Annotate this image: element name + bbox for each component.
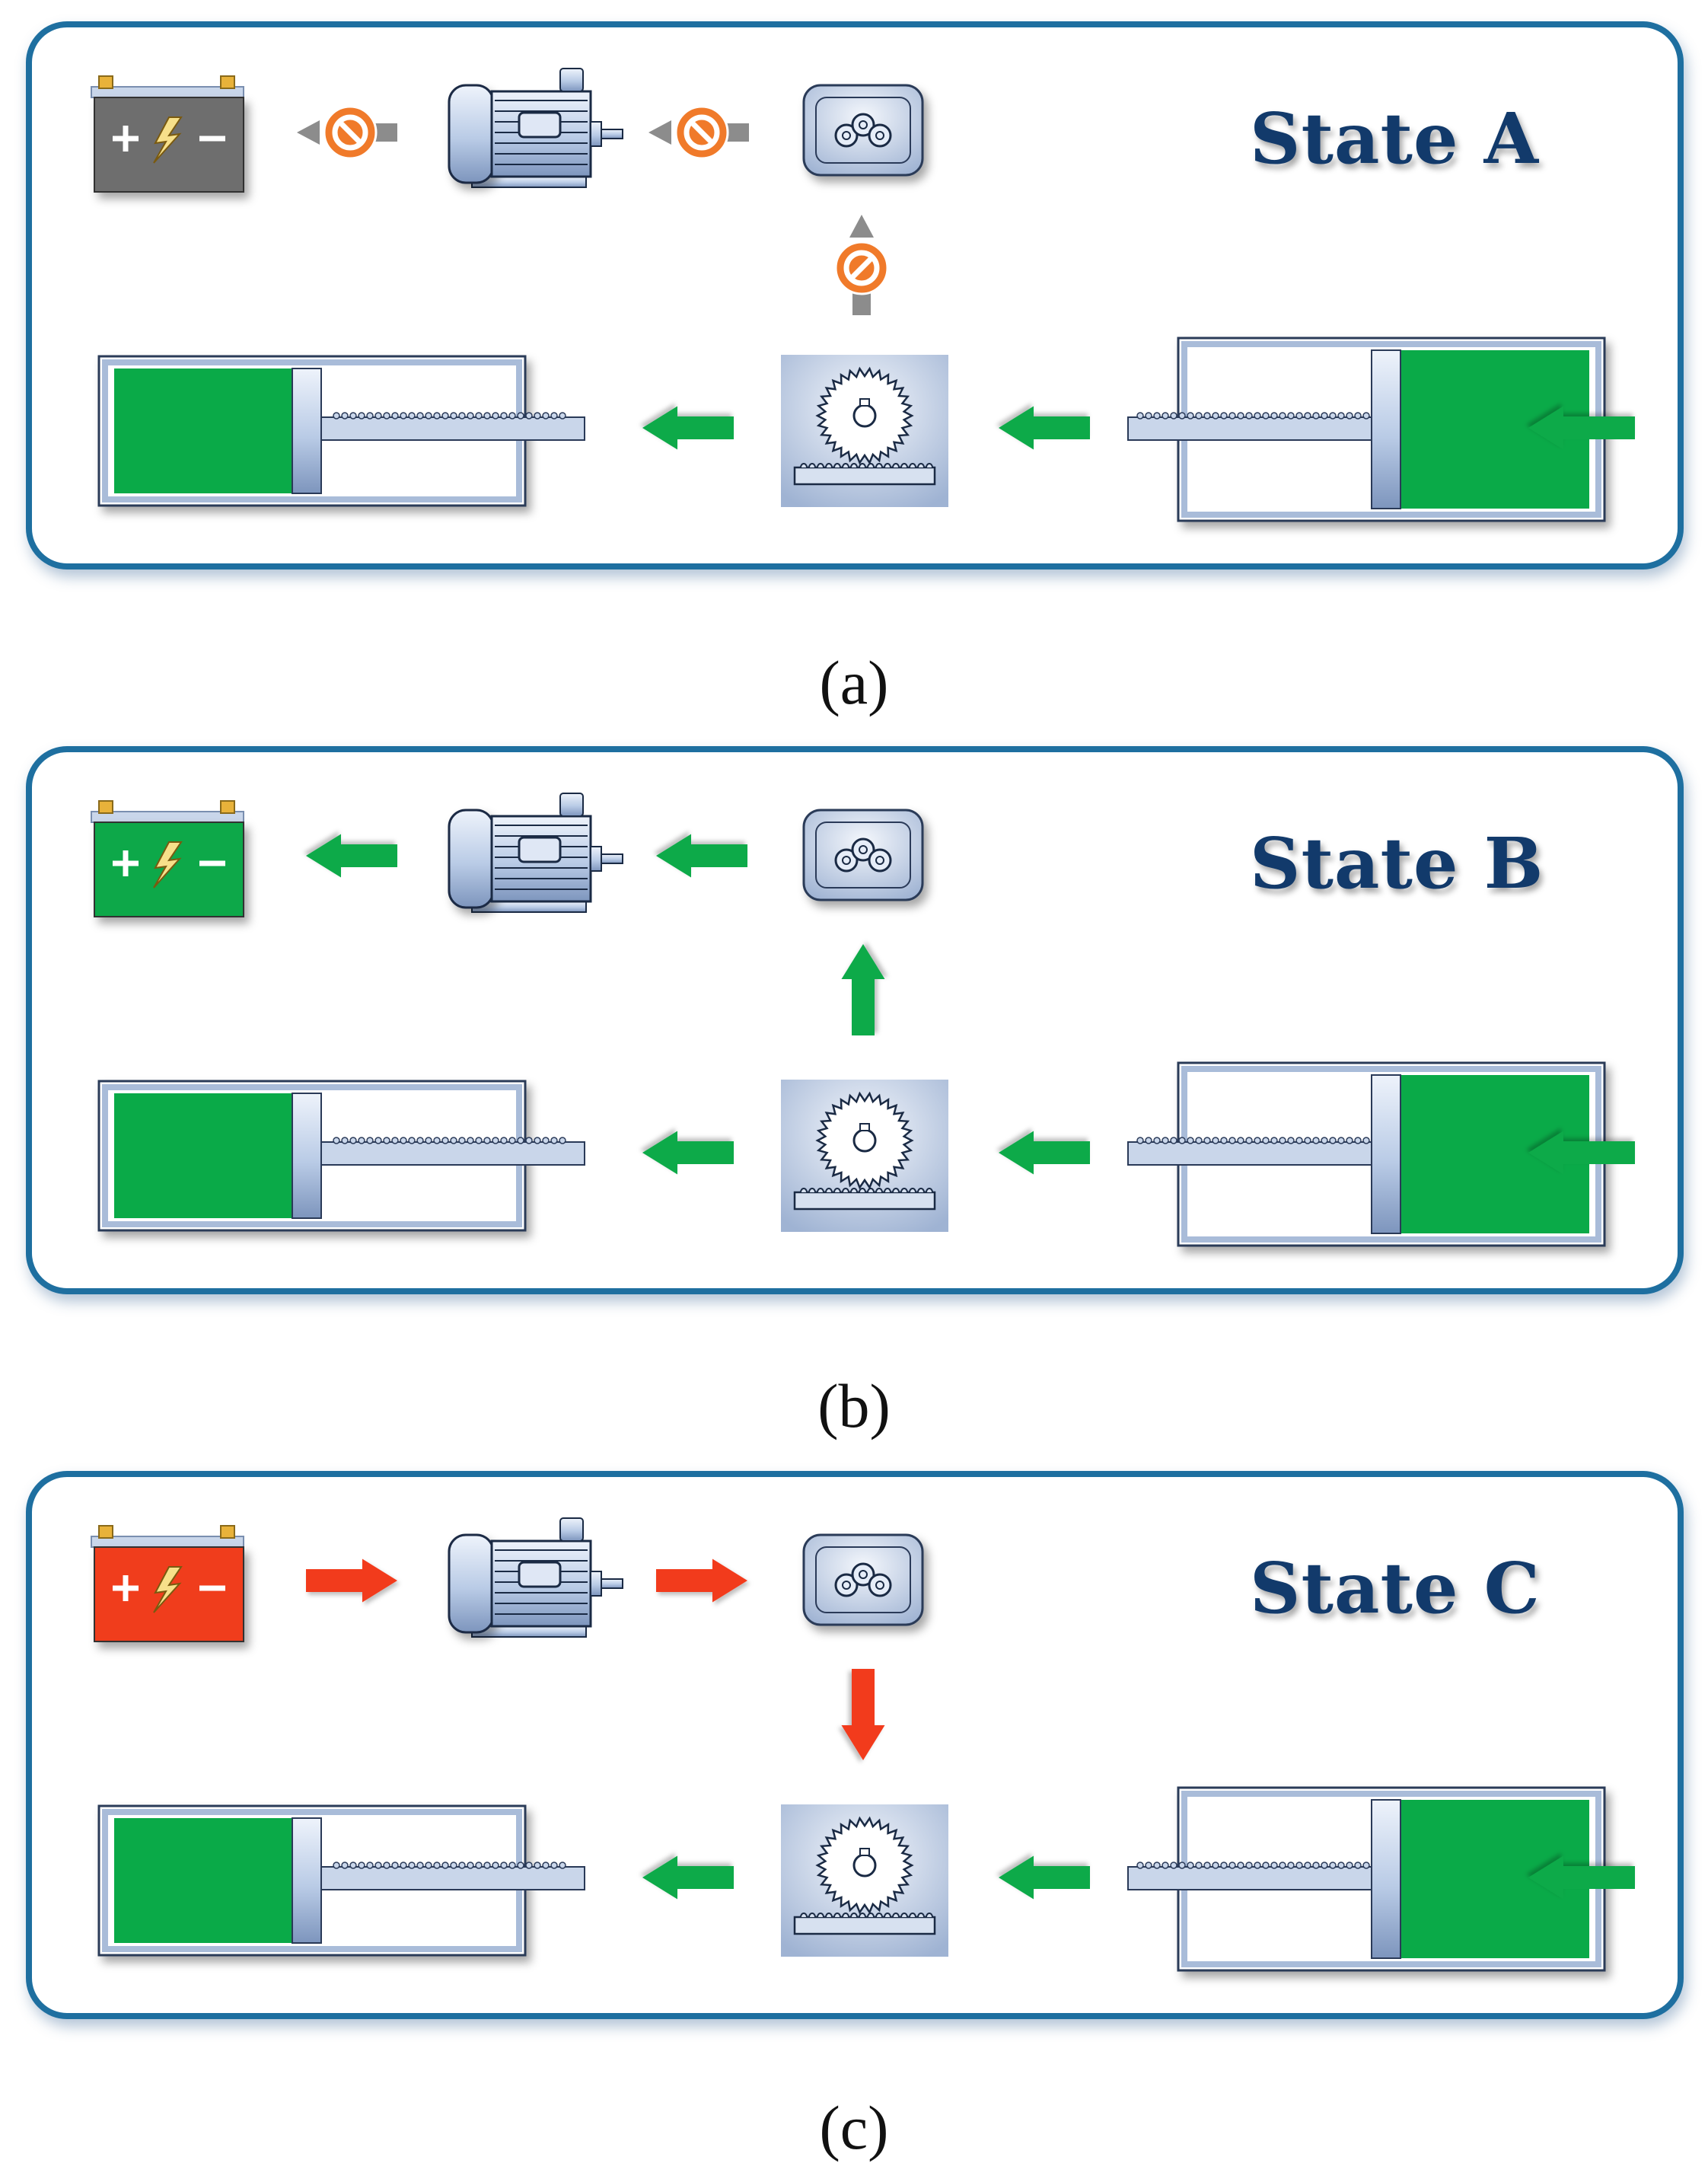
battery-icon	[91, 75, 244, 193]
gearbox-icon	[802, 809, 924, 901]
gear-rack-icon	[781, 355, 948, 507]
flow-arrow-left	[1528, 1131, 1635, 1175]
panel-c-diagram	[91, 1517, 1635, 1972]
panel-a-diagram	[91, 68, 1635, 522]
caption-a: (a)	[819, 648, 889, 717]
flow-arrow-left	[642, 1131, 734, 1175]
hydraulic-cylinder-icon	[97, 1804, 585, 1957]
flow-arrow-left	[999, 406, 1090, 450]
battery-icon	[91, 1525, 244, 1642]
caption-c: (c)	[819, 2093, 889, 2162]
battery-icon	[91, 800, 244, 917]
no-flow-icon	[297, 105, 397, 160]
flow-arrow-left	[1528, 1855, 1635, 1900]
flow-arrow-left	[1528, 406, 1635, 450]
panel-state-c: State C	[26, 1471, 1684, 2019]
state-title: State C	[1250, 1547, 1541, 1629]
hydraulic-cylinder-icon	[97, 1080, 585, 1232]
motor-icon	[448, 1517, 623, 1638]
flow-arrow-up	[841, 944, 885, 1035]
state-title: State B	[1250, 822, 1544, 904]
flow-arrow-down	[841, 1669, 885, 1760]
no-flow-icon	[648, 105, 749, 160]
caption-b: (b)	[817, 1371, 891, 1440]
flow-arrow-left	[999, 1131, 1090, 1175]
gearbox-icon	[802, 84, 924, 177]
flow-arrow-right	[306, 1558, 397, 1603]
panel-state-b: State B	[26, 746, 1684, 1294]
flow-arrow-left	[306, 834, 397, 878]
flow-arrow-left	[999, 1855, 1090, 1900]
flow-arrow-left	[642, 1855, 734, 1900]
flow-arrow-left	[642, 406, 734, 450]
state-title: State A	[1250, 97, 1539, 180]
gear-rack-icon	[781, 1080, 948, 1232]
flow-arrow-right	[656, 1558, 747, 1603]
motor-icon	[448, 793, 623, 913]
flow-arrow-left	[656, 834, 747, 878]
panel-state-a: State A	[26, 21, 1684, 569]
hydraulic-cylinder-icon	[97, 355, 585, 507]
no-flow-icon	[834, 215, 889, 315]
panel-b-diagram	[91, 793, 1635, 1247]
gearbox-icon	[802, 1533, 924, 1626]
motor-icon	[448, 68, 623, 188]
gear-rack-icon	[781, 1804, 948, 1957]
